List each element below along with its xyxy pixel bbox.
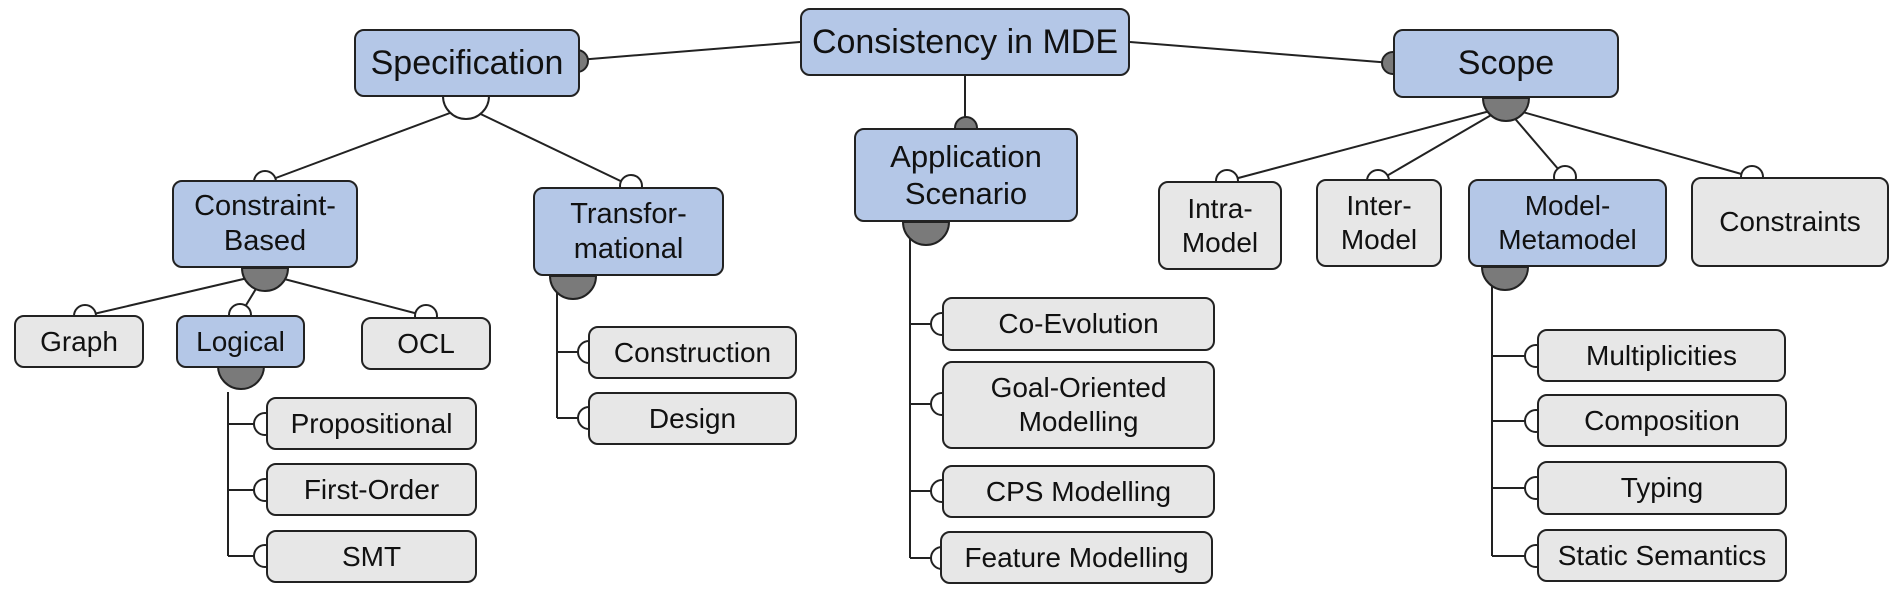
propositional-label: Propositional [290, 407, 453, 439]
constraints-node: Constraints [1691, 177, 1889, 267]
root-node: Consistency in MDE [800, 8, 1130, 76]
constraints-label: Constraints [1719, 206, 1861, 238]
inter-model-label: Inter- Model [1340, 190, 1418, 255]
logical-node: Logical [176, 315, 305, 368]
transformational-child-node: Design [588, 392, 797, 445]
co-evolution-label: Co-Evolution [998, 308, 1159, 340]
transformational-child-node: Construction [588, 326, 797, 379]
application-child-node: Feature Modelling [940, 531, 1213, 584]
design-label: Design [648, 402, 737, 434]
smt-label: SMT [341, 540, 402, 572]
logical-label: Logical [196, 325, 285, 357]
alternative-group-marker [240, 267, 290, 292]
transformational-label: Transfor- mational [570, 197, 687, 265]
scope-label: Scope [1457, 44, 1555, 83]
group-markers [216, 95, 1531, 390]
first-order-label: First-Order [303, 473, 440, 505]
specification-label: Specification [370, 43, 564, 82]
intra-model-label: Intra- Model [1181, 192, 1259, 258]
logical-child-node: Propositional [266, 397, 477, 450]
transformational-node: Transfor- mational [533, 187, 724, 276]
application-scenario-node: Application Scenario [854, 128, 1078, 222]
multiplicities-label: Multiplicities [1586, 339, 1737, 371]
edges [84, 41, 1753, 559]
graph-node: Graph [14, 315, 144, 368]
model-metamodel-child-node: Composition [1537, 394, 1787, 447]
logical-child-node: SMT [266, 530, 477, 583]
alternative-group-marker [901, 221, 951, 246]
cps-modelling-label: CPS Modelling [985, 475, 1172, 507]
or-group-marker [441, 95, 491, 120]
model-metamodel-child-node: Typing [1537, 461, 1787, 515]
ocl-node: OCL [361, 317, 491, 370]
intra-model-node: Intra- Model [1158, 181, 1282, 270]
ocl-label: OCL [397, 327, 455, 359]
scope-node: Scope [1393, 29, 1619, 98]
application-child-node: Co-Evolution [942, 297, 1215, 351]
inter-model-node: Inter- Model [1316, 179, 1442, 267]
model-metamodel-child-node: Multiplicities [1537, 329, 1786, 382]
alternative-group-marker [1480, 266, 1530, 291]
application-child-node: CPS Modelling [942, 465, 1215, 518]
application-child-node: Goal-Oriented Modelling [942, 361, 1215, 449]
logical-child-node: First-Order [266, 463, 477, 516]
model-metamodel-node: Model- Metamodel [1468, 179, 1667, 267]
feature-modelling-label: Feature Modelling [964, 541, 1189, 573]
model-metamodel-label: Model- Metamodel [1498, 190, 1637, 255]
composition-label: Composition [1584, 404, 1740, 436]
model-metamodel-child-node: Static Semantics [1537, 529, 1787, 582]
alternative-group-marker [548, 275, 598, 300]
alternative-group-marker [1481, 97, 1531, 122]
construction-label: Construction [613, 336, 772, 368]
alternative-group-marker [216, 365, 266, 390]
constraint-based-label: Constraint- Based [194, 190, 336, 257]
graph-label: Graph [40, 325, 118, 357]
goal-oriented-label: Goal-Oriented Modelling [990, 372, 1167, 437]
root-label: Consistency in MDE [811, 22, 1119, 61]
static-semantics-label: Static Semantics [1557, 539, 1767, 571]
constraint-based-node: Constraint- Based [172, 180, 358, 268]
typing-label: Typing [1620, 472, 1704, 504]
application-scenario-label: Application Scenario [890, 138, 1042, 211]
specification-node: Specification [354, 29, 580, 97]
